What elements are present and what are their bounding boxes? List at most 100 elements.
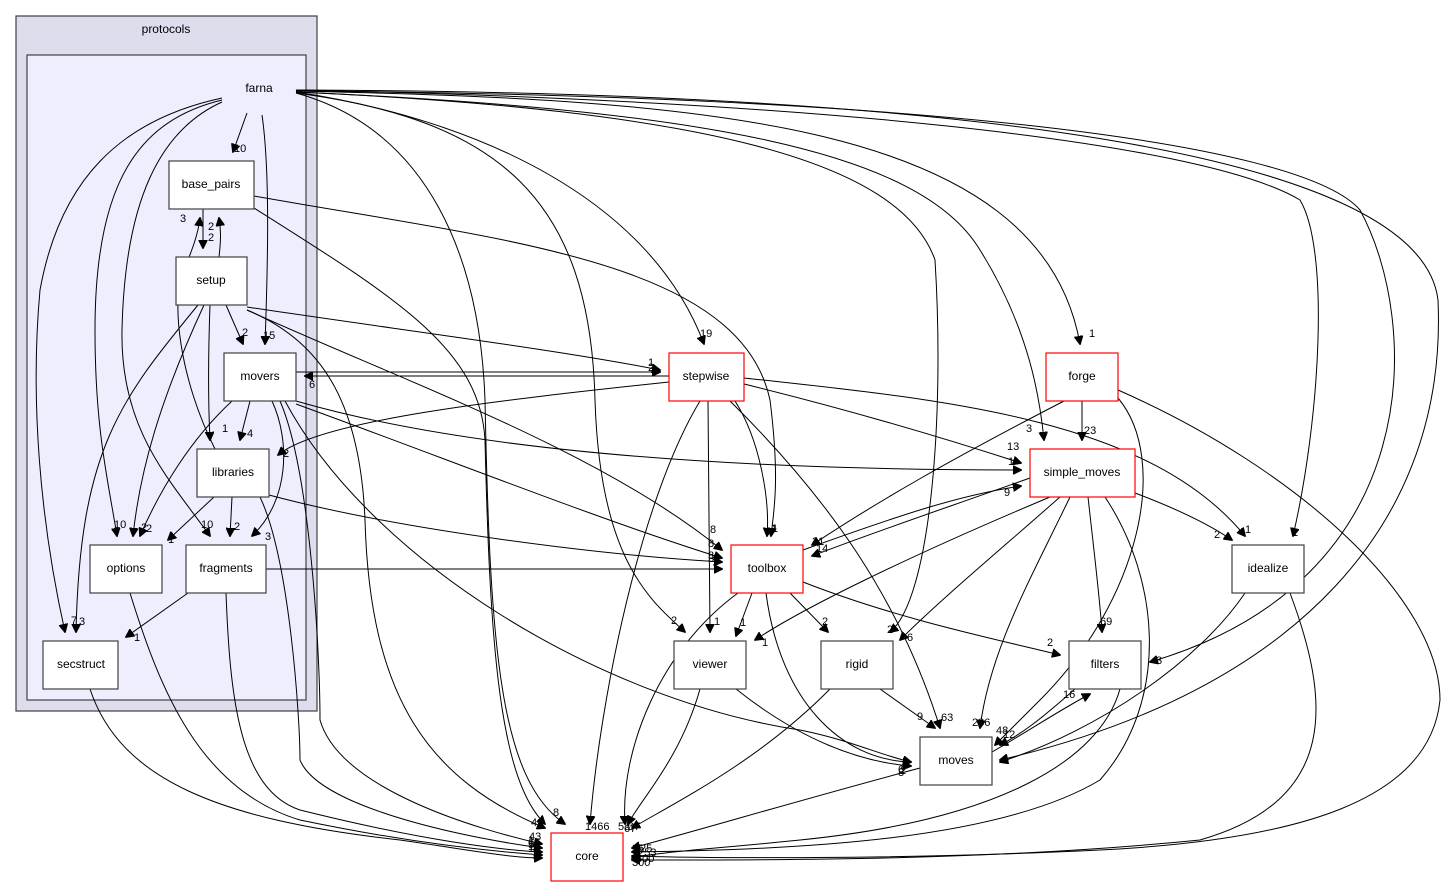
edge-movers-to-options[interactable] (140, 400, 233, 536)
node-setup[interactable]: setup (175, 256, 248, 306)
edge-farna-to-simple-moves[interactable] (295, 91, 1044, 440)
edge-label-libraries-to-toolbox[interactable]: 3 (708, 550, 714, 562)
edge-label-toolbox-to-viewer[interactable]: 1 (740, 617, 746, 629)
edge-simple-moves-to-viewer[interactable] (755, 496, 1051, 640)
edge-viewer-to-core[interactable] (628, 688, 701, 824)
edge-movers-to-core[interactable] (279, 400, 542, 844)
edge-setup-to-toolbox[interactable] (246, 309, 722, 550)
edge-stepwise-to-core[interactable] (590, 400, 701, 824)
edge-simple-moves-to-toolbox[interactable] (812, 477, 1031, 556)
edge-label-farna-to-movers[interactable]: 15 (263, 330, 275, 342)
edge-label-stepwise-to-idealize[interactable]: 1 (1245, 524, 1251, 536)
edge-stepwise-to-viewer[interactable] (708, 400, 710, 632)
edge-rigid-to-core[interactable] (632, 688, 831, 828)
node-base-pairs[interactable]: base_pairs (168, 160, 255, 210)
edge-label-farna-to-filters[interactable]: 3 (1156, 655, 1162, 667)
edge-movers-to-simple-moves[interactable] (295, 400, 1021, 470)
edge-label-secstruct-to-core[interactable]: 1 (528, 841, 534, 853)
edge-toolbox-to-simple-moves[interactable] (802, 486, 1021, 551)
edge-label-libraries-to-options[interactable]: 1 (168, 534, 174, 546)
edge-libraries-to-toolbox[interactable] (268, 494, 722, 562)
edge-label-forge-to-toolbox[interactable]: 31 (812, 536, 824, 548)
edge-label-viewer-to-core[interactable]: 37 (628, 821, 640, 833)
edge-secstruct-to-core[interactable] (89, 688, 542, 858)
edge-label-movers-to-options[interactable]: 2 (146, 523, 152, 535)
edge-simple-moves-to-moves[interactable] (980, 496, 1071, 728)
edge-label-movers-to-core[interactable]: 55 (528, 839, 540, 851)
edge-moves-to-filters[interactable] (991, 694, 1090, 753)
edge-setup-to-stepwise[interactable] (246, 306, 660, 370)
node-rigid[interactable]: rigid (820, 640, 894, 690)
edge-fragments-to-secstruct[interactable] (126, 592, 189, 637)
edge-farna-to-moves[interactable] (295, 89, 1439, 760)
edge-stepwise-to-libraries[interactable] (278, 381, 670, 455)
edge-simple-moves-to-filters[interactable] (1087, 496, 1102, 632)
node-options[interactable]: options (89, 544, 163, 594)
edge-toolbox-to-rigid[interactable] (789, 592, 828, 632)
edge-farna-to-filters[interactable] (295, 90, 1395, 662)
edge-idealize-to-moves[interactable] (1000, 592, 1246, 762)
edge-toolbox-to-moves[interactable] (765, 592, 911, 762)
edge-label-forge-to-simple-moves[interactable]: 23 (1084, 425, 1096, 437)
edge-label-movers-to-toolbox[interactable]: 8 (710, 524, 716, 536)
edge-farna-to-options[interactable] (94, 99, 223, 536)
edge-stepwise-to-moves[interactable] (729, 400, 940, 728)
edge-label-simple-moves-to-filters[interactable]: 69 (1100, 616, 1112, 628)
node-idealize[interactable]: idealize (1231, 544, 1305, 594)
edge-libraries-to-fragments[interactable] (230, 496, 232, 536)
edge-label-stepwise-to-viewer[interactable]: 1 (714, 616, 720, 628)
edge-label-base-pairs-to-toolbox[interactable]: 1 (771, 523, 777, 535)
edge-label-toolbox-to-filters[interactable]: 2 (1047, 637, 1053, 649)
edge-simple-moves-to-core[interactable] (632, 496, 1150, 852)
edge-movers-to-fragments[interactable] (252, 400, 285, 536)
node-core[interactable]: core (550, 832, 624, 882)
node-forge[interactable]: forge (1045, 352, 1119, 402)
edge-label-simple-moves-to-toolbox[interactable]: 14 (816, 543, 828, 555)
edge-label-setup-to-libraries[interactable]: 1 (222, 423, 228, 435)
edge-label-libraries-to-core[interactable]: 18 (528, 843, 540, 855)
edge-movers-to-moves[interactable] (284, 400, 911, 762)
edge-label-farna-to-viewer[interactable]: 2 (671, 615, 677, 627)
edge-label-stepwise-to-movers[interactable]: 6 (309, 379, 315, 391)
edge-label-toolbox-to-core[interactable]: 53 (618, 821, 630, 833)
edge-label-movers-to-moves[interactable]: 6 (898, 764, 904, 776)
edge-simple-moves-to-idealize[interactable] (1134, 492, 1232, 540)
edge-label-farna-to-idealize[interactable]: 1 (1292, 527, 1298, 539)
node-fragments[interactable]: fragments (185, 544, 267, 594)
edge-farna-to-idealize[interactable] (295, 89, 1319, 536)
edge-farna-to-secstruct[interactable] (35, 97, 223, 632)
node-farna[interactable]: farna (245, 81, 273, 95)
edge-label-stepwise-to-libraries[interactable]: 2 (283, 448, 289, 460)
node-simple-moves[interactable]: simple_moves (1029, 448, 1136, 498)
edge-label-farna-to-stepwise[interactable]: 19 (700, 328, 712, 340)
edge-label-libraries-to-base-pairs[interactable]: 3 (180, 213, 186, 225)
edge-farna-to-fragments[interactable] (121, 101, 223, 536)
edge-label-simple-moves-to-core[interactable]: 1253 (632, 847, 656, 859)
edge-setup-to-core[interactable] (246, 309, 545, 828)
edge-label-stepwise-to-simple-moves[interactable]: 13 (1007, 441, 1019, 453)
edge-label-simple-moves-to-moves[interactable]: 286 (972, 717, 990, 729)
edge-filters-to-moves[interactable] (1000, 688, 1076, 745)
edge-label-filters-to-moves[interactable]: 12 (1003, 729, 1015, 741)
edge-forge-to-toolbox[interactable] (812, 400, 1065, 545)
edge-label-farna-to-core[interactable]: 8 (553, 807, 559, 819)
edge-label-toolbox-to-simple-moves[interactable]: 9 (1004, 487, 1010, 499)
node-viewer[interactable]: viewer (673, 640, 747, 690)
edge-setup-to-secstruct[interactable] (76, 304, 199, 632)
edge-label-stepwise-to-core[interactable]: 1466 (585, 821, 609, 833)
edge-label-farna-to-secstruct[interactable]: 7 (71, 615, 77, 627)
node-secstruct[interactable]: secstruct (42, 640, 119, 690)
edge-label-moves-to-filters[interactable]: 16 (1063, 689, 1075, 701)
edge-farna-to-forge[interactable] (295, 90, 1080, 344)
edge-toolbox-to-viewer[interactable] (736, 592, 753, 636)
edge-stepwise-to-toolbox[interactable] (734, 400, 768, 536)
edge-toolbox-to-core[interactable] (625, 592, 739, 824)
node-moves[interactable]: moves (919, 736, 993, 786)
edge-label-setup-to-stepwise[interactable]: 1 (648, 357, 654, 369)
node-stepwise[interactable]: stepwise (668, 352, 745, 402)
edge-setup-to-movers[interactable] (225, 304, 243, 344)
edge-label-forge-to-core[interactable]: 35 (632, 843, 644, 855)
edge-label-fragments-to-secstruct[interactable]: 1 (134, 632, 140, 644)
edge-libraries-to-core[interactable] (259, 496, 542, 848)
edge-label-farna-to-fragments[interactable]: 10 (201, 519, 213, 531)
